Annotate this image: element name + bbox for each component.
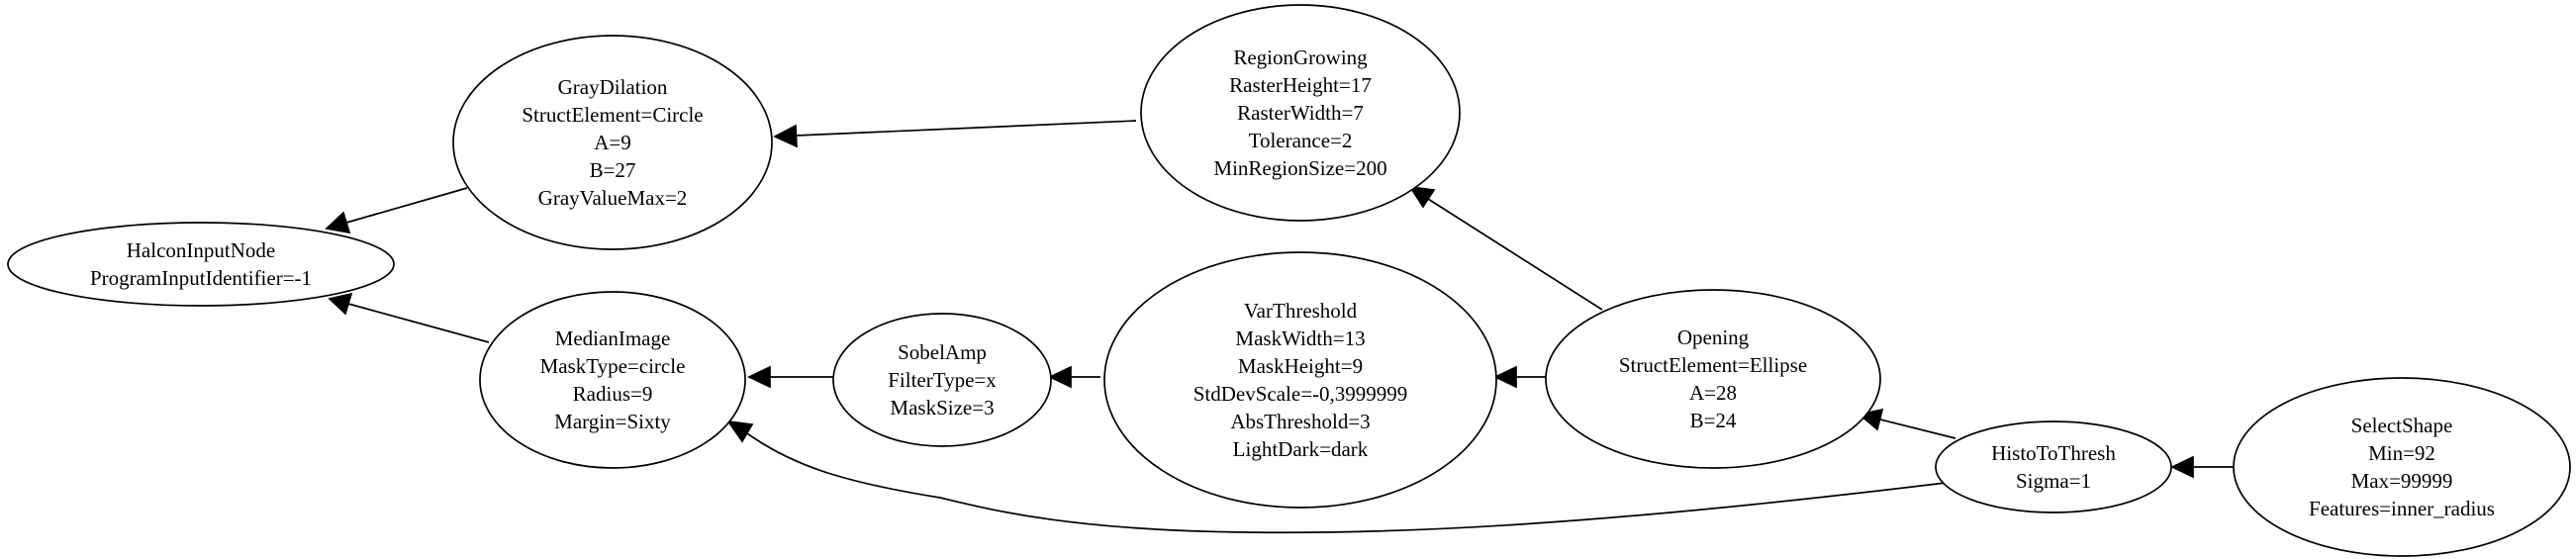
arrowhead-icon — [726, 419, 754, 443]
node-parameter: Sigma=1 — [2016, 469, 2091, 493]
node-title: VarThreshold — [1244, 299, 1358, 323]
node-ellipse — [832, 313, 1052, 447]
node-parameter: A=28 — [1689, 381, 1737, 405]
node-select-shape: SelectShapeMin=92Max=99999Features=inner… — [2233, 377, 2571, 557]
node-title: SobelAmp — [898, 340, 987, 364]
node-title: HalconInputNode — [127, 238, 275, 262]
node-parameter: StructElement=Ellipse — [1619, 353, 1807, 377]
edge-line — [1427, 198, 1603, 311]
edge-line — [345, 187, 468, 224]
edges-layer — [325, 120, 2234, 534]
edge-line — [795, 120, 1137, 137]
node-parameter: Tolerance=2 — [1249, 129, 1353, 152]
node-ellipse — [7, 222, 395, 307]
node-parameter: StructElement=Circle — [522, 103, 703, 127]
node-parameter: FilterType=x — [888, 368, 997, 392]
node-ellipse — [1140, 4, 1461, 222]
node-parameter: MaskSize=3 — [890, 396, 994, 419]
node-parameter: Min=92 — [2368, 441, 2435, 465]
arrowhead-icon — [747, 365, 771, 389]
nodes-layer: HalconInputNodeProgramInputIdentifier=-1… — [7, 4, 2571, 557]
node-title: MedianImage — [555, 326, 671, 350]
node-title: SelectShape — [2351, 414, 2453, 437]
node-parameter: A=9 — [594, 131, 631, 154]
node-parameter: AbsThreshold=3 — [1230, 410, 1370, 433]
edge-line — [347, 303, 490, 343]
edge-median-image-to-halcon-input-node — [328, 292, 490, 343]
node-parameter: B=27 — [590, 158, 636, 182]
edge-opening-to-region-growing — [1408, 185, 1603, 311]
node-ellipse — [1935, 420, 2172, 513]
edge-line — [746, 432, 1947, 534]
arrowhead-icon — [325, 211, 351, 234]
edge-opening-to-var-threshold — [1493, 365, 1546, 389]
node-parameter: Margin=Sixty — [554, 410, 671, 433]
arrowhead-icon — [1493, 365, 1517, 389]
arrowhead-icon — [328, 292, 353, 316]
node-parameter: MaskType=circle — [540, 354, 686, 378]
node-parameter: MaskHeight=9 — [1238, 354, 1363, 378]
node-var-threshold: VarThresholdMaskWidth=13MaskHeight=9StdD… — [1103, 251, 1497, 509]
node-gray-dilation: GrayDilationStructElement=CircleA=9B=27G… — [452, 35, 773, 250]
node-ellipse — [479, 291, 746, 469]
edge-line — [1879, 419, 1956, 439]
node-ellipse — [1545, 289, 1881, 469]
node-parameter: RasterWidth=7 — [1237, 101, 1364, 125]
edge-sobel-amp-to-median-image — [747, 365, 833, 389]
node-median-image: MedianImageMaskType=circleRadius=9Margin… — [479, 291, 746, 469]
edge-gray-dilation-to-halcon-input-node — [325, 187, 468, 234]
node-parameter: MaskWidth=13 — [1235, 326, 1365, 350]
edge-select-shape-to-histo-to-thresh — [2170, 455, 2234, 479]
node-parameter: StdDevScale=-0,3999999 — [1193, 382, 1408, 406]
arrowhead-icon — [2170, 455, 2194, 479]
node-title: Opening — [1677, 326, 1750, 349]
node-title: HistoToThresh — [1991, 441, 2116, 465]
node-parameter: Max=99999 — [2351, 469, 2453, 493]
node-parameter: GrayValueMax=2 — [538, 186, 688, 210]
edge-histo-to-thresh-to-median-image — [726, 419, 1947, 534]
node-parameter: Features=inner_radius — [2309, 497, 2495, 520]
node-parameter: Radius=9 — [573, 382, 653, 406]
arrowhead-icon — [773, 124, 798, 148]
node-ellipse — [1103, 251, 1497, 509]
arrowhead-icon — [1408, 185, 1436, 209]
node-parameter: LightDark=dark — [1233, 437, 1369, 461]
node-region-growing: RegionGrowingRasterHeight=17RasterWidth=… — [1140, 4, 1461, 222]
edge-var-threshold-to-sobel-amp — [1048, 365, 1100, 389]
edge-histo-to-thresh-to-opening — [1858, 408, 1956, 439]
edge-region-growing-to-gray-dilation — [773, 120, 1137, 148]
node-ellipse — [2233, 377, 2571, 557]
node-parameter: B=24 — [1690, 409, 1737, 432]
arrowhead-icon — [1048, 365, 1072, 389]
node-title: RegionGrowing — [1233, 46, 1368, 69]
node-parameter: MinRegionSize=200 — [1213, 156, 1386, 180]
node-parameter: RasterHeight=17 — [1229, 73, 1372, 97]
node-title: GrayDilation — [558, 75, 668, 99]
node-parameter: ProgramInputIdentifier=-1 — [90, 266, 312, 290]
node-ellipse — [452, 35, 773, 250]
